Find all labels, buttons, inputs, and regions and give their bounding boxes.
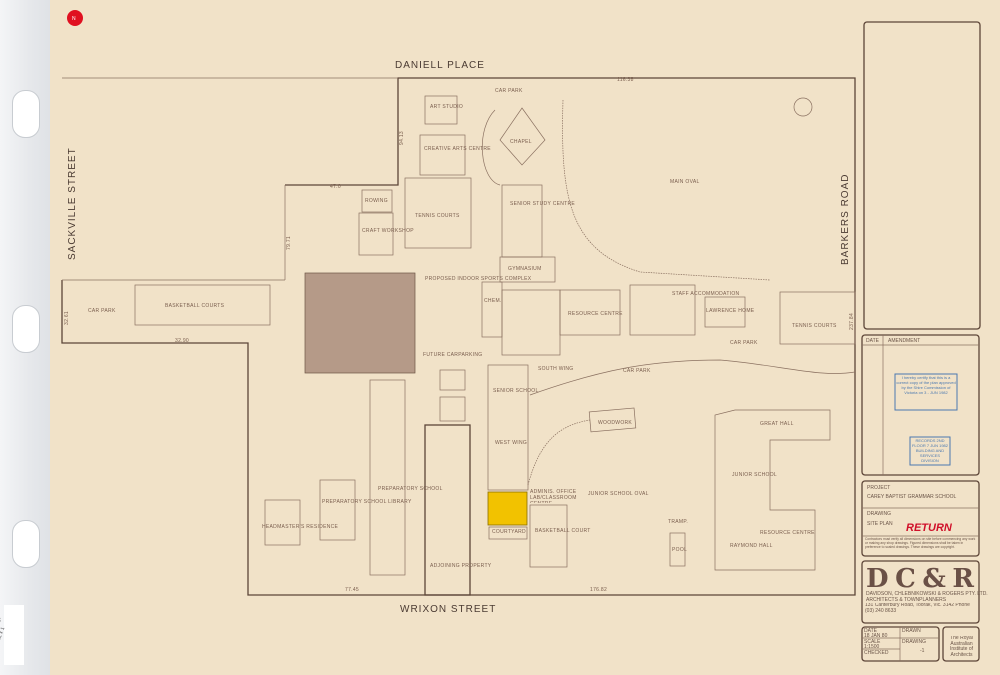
marker-text: N [72,16,76,22]
label-rowing: ROWING [365,198,388,204]
label-creative-arts: CREATIVE ARTS CENTRE [424,146,491,152]
scale-value: 1:1500 [864,644,880,650]
label-west-wing: WEST WING [495,440,527,446]
side-note: 84/1404/5287 Adde-Layden 1962 x 1 [0,605,24,665]
label-basketball-court: BASKETBALL COURT [535,528,591,534]
binder-strip: 84/1404/5287 Adde-Layden 1962 x 1 [0,0,51,675]
label-staff-accommodation: STAFF ACCOMMODATION [672,291,740,297]
dimension-label: 32.61 [64,311,70,325]
drawing-label: DRAWING [867,511,891,517]
return-handwritten: RETURN [906,522,953,534]
contractor-notes: Contractors must verify all dimensions o… [865,537,976,549]
label-junior-school: JUNIOR SCHOOL [732,472,777,478]
label-craft-workshop: CRAFT WORKSHOP [362,228,414,234]
proposed-indoor-sports-complex [304,272,416,374]
dimension-label: 237.84 [849,313,855,330]
label-basketball-courts: BASKETBALL COURTS [165,303,225,309]
dimension-label: 79.71 [286,236,292,250]
label-chem: CHEM. [484,298,502,304]
date-value: 18 JAN 80 [864,633,888,639]
institute-name: The Royal Australian Institute of Archit… [949,636,974,658]
approval-stamp [894,373,958,411]
label-senior-study: SENIOR STUDY CENTRE [510,201,575,207]
firm-panel [861,560,980,624]
label-admin-office: ADMINIS. OFFICE LAB/CLASSROOM CENTRE [530,489,577,503]
street-wrixon-street: WRIXON STREET [400,604,496,615]
street-barkers-road: BARKERS ROAD [840,174,851,265]
approval-stamp-text: I hereby certify that this is a correct … [896,375,956,395]
punch-hole [12,520,40,568]
label-gymnasium: GYMNASIUM [508,266,542,272]
dimension-label: 94.13 [399,131,405,145]
drawn-label: DRAWN [902,628,921,634]
drawing-number-label: DRAWING [902,639,926,645]
drawing-name: SITE PLAN [867,521,893,527]
checked-label: CHECKED [864,650,889,656]
dimension-label: 47.0 [330,184,341,190]
scale-label: SCALE [864,639,881,645]
red-dot-marker [67,10,83,26]
punch-hole [12,90,40,138]
label-indoor-sports: PROPOSED INDOOR SPORTS COMPLEX [425,276,532,282]
label-junior-oval: JUNIOR SCHOOL OVAL [588,491,649,497]
label-south-wing: SOUTH WING [538,366,574,372]
dimension-label: 32.90 [175,338,189,344]
label-raymond-hall: RAYMOND HALL [730,543,773,549]
blank-panel [863,21,981,330]
label-tennis-courts-east: TENNIS COURTS [792,323,837,329]
label-car-park: CAR PARK [495,88,523,94]
punch-hole [12,305,40,353]
label-senior-school: SENIOR SCHOOL [493,388,539,394]
label-lawrence-home: LAWRENCE HOME [706,308,755,314]
dimension-labels: 116.38 47.0 32.90 32.61 77.45 176.82 237… [64,77,855,593]
label-courtyard: COURTYARD [492,529,526,535]
label-tramp: TRAMP. [668,519,688,525]
drawing-number: -1 [920,648,925,654]
info-panel [861,626,940,662]
title-block: DATE AMENDMENT I hereby certify that thi… [861,21,988,662]
amendment-header: AMENDMENT [888,338,920,344]
firm-subtitle: ARCHITECTS & TOWNPLANNERS [866,597,947,603]
label-resource-centre-junior: RESOURCE CENTRE [760,530,815,536]
label-prep-library: PREPARATORY SCHOOL LIBRARY [322,499,412,505]
street-daniell-place: DANIELL PLACE [395,60,485,71]
firm-name: DAVIDSON, CHLEBNIKOWSKI & ROGERS PTY. LT… [866,591,988,597]
label-woodwork: WOODWORK [598,420,632,426]
label-car-park-east: CAR PARK [730,340,758,346]
dimension-label: 176.82 [590,587,607,593]
site-boundary [61,77,856,596]
dimension-label: 77.45 [345,587,359,593]
buildings [134,95,856,576]
dimension-label: 116.38 [617,77,634,83]
records-stamp-text: RECORDS 2ND FLOOR 7 JUN 1982 BUILDING AN… [911,438,948,463]
date-field-label: DATE [864,628,878,634]
label-car-park-west: CAR PARK [88,308,116,314]
building-labels: CAR PARK ART STUDIO CHAPEL CREATIVE ARTS… [88,88,837,569]
label-main-oval: MAIN OVAL [670,179,700,185]
date-header: DATE [866,338,880,344]
amendment-panel [861,334,980,476]
label-prep-school: PREPARATORY SCHOOL [378,486,443,492]
label-tennis-courts: TENNIS COURTS [415,213,460,219]
project-name: CAREY BAPTIST GRAMMAR SCHOOL [867,494,956,500]
label-chapel: CHAPEL [510,139,532,145]
firm-address: 131 Canterbury Road, Toorak, Vic. 3142 P… [865,603,970,614]
label-great-hall: GREAT HALL [760,421,794,427]
label-adjoining-property: ADJOINING PROPERTY [430,563,492,569]
highlighted-building [487,491,528,526]
label-pool: POOL [672,547,687,553]
raia-logo [942,626,980,662]
records-stamp [909,436,951,466]
project-panel [861,480,980,557]
label-future-car-parking: FUTURE CARPARKING [423,352,482,358]
label-art-studio: ART STUDIO [430,104,463,110]
street-sackville-street: SACKVILLE STREET [67,147,78,260]
label-resource-centre: RESOURCE CENTRE [568,311,623,317]
label-headmasters-residence: HEADMASTER'S RESIDENCE [262,524,339,530]
firm-logo: DC&R [866,564,974,594]
label-car-park-central: CAR PARK [623,368,651,374]
project-label: PROJECT [867,485,890,491]
